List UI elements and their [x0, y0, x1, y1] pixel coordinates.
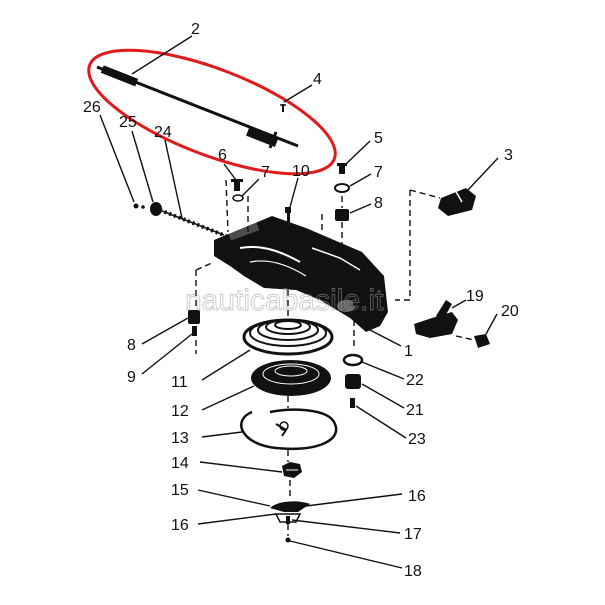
callout-17: 17 [404, 526, 422, 543]
callout-12: 12 [171, 403, 189, 420]
callout-25: 25 [119, 114, 137, 131]
callout-18: 18 [404, 563, 422, 580]
callout-22: 22 [406, 372, 424, 389]
highlight-ellipse [87, 48, 337, 176]
callout-9: 9 [127, 369, 136, 386]
part-7-washer-right [334, 183, 350, 193]
callout-13: 13 [171, 430, 189, 447]
part-14-ratchet [282, 462, 302, 478]
part-21-nut [345, 374, 361, 389]
part-13-rope [240, 408, 338, 450]
part-12-pulley [251, 360, 331, 396]
part-7-washer [232, 194, 244, 202]
callout-labels: 2 4 26 25 24 6 7 10 5 7 3 8 19 20 8 9 1 … [83, 21, 519, 580]
callout-16b: 16 [171, 517, 189, 534]
callout-7a: 7 [261, 164, 270, 181]
part-11-spring [242, 318, 334, 356]
callout-1: 1 [404, 343, 413, 360]
part-10-bolt [285, 207, 291, 223]
callout-20: 20 [501, 303, 519, 320]
callout-10: 10 [292, 163, 310, 180]
callout-5: 5 [374, 130, 383, 147]
part-18-clip [285, 537, 291, 543]
part-19-handle [414, 300, 458, 338]
leader-lines [99, 35, 499, 569]
callout-14: 14 [171, 455, 189, 472]
part-6-screw [231, 179, 243, 191]
part-17-screw [286, 516, 290, 524]
part-20-grip [474, 334, 490, 348]
part-25-knob [150, 202, 162, 216]
part-8-nut-left [188, 310, 200, 324]
part-23-screw [350, 398, 355, 408]
callout-23: 23 [408, 431, 426, 448]
callout-7b: 7 [374, 164, 383, 181]
callout-11: 11 [171, 374, 188, 391]
part-3-cover [438, 188, 476, 216]
part-2-cable-rod [96, 65, 299, 149]
part-5-bolt [337, 163, 347, 174]
callout-6: 6 [218, 147, 227, 164]
callout-15: 15 [171, 482, 189, 499]
callout-16a: 16 [408, 488, 426, 505]
watermark: nauticabasile.it [185, 284, 384, 317]
callout-3: 3 [504, 147, 513, 164]
callout-24: 24 [154, 124, 172, 141]
callout-19: 19 [466, 288, 484, 305]
callout-21: 21 [406, 402, 424, 419]
callout-4: 4 [313, 71, 322, 88]
callout-26: 26 [83, 99, 101, 116]
callout-8a: 8 [374, 195, 383, 212]
part-22-washer [342, 353, 364, 367]
part-26-screw [133, 203, 145, 209]
part-4-pin [280, 104, 286, 112]
callout-8b: 8 [127, 337, 136, 354]
callout-2: 2 [191, 21, 200, 38]
part-24-shaft [159, 208, 227, 238]
part-1-housing [214, 216, 388, 332]
part-8-nut [335, 209, 349, 221]
part-9-screw [192, 326, 197, 336]
assembly-dashed-lines [195, 179, 475, 536]
